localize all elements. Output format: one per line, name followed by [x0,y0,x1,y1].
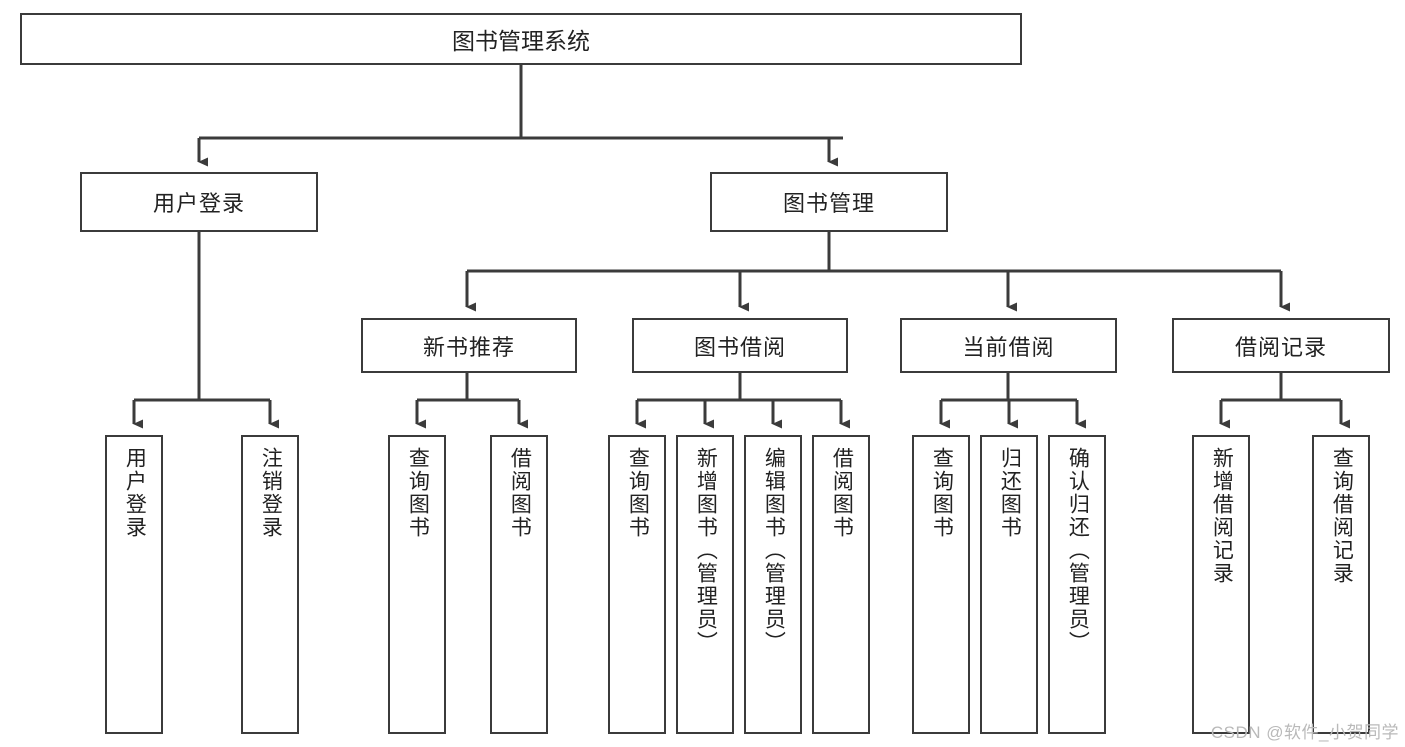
leaf-add-borrow-record[interactable]: 新增借阅记录 [1192,435,1250,734]
leaf-add-book-admin[interactable]: 新增图书（管理员） [676,435,734,734]
node-label: 用户登录 [152,191,245,216]
leaf-logout[interactable]: 注销登录 [241,435,299,734]
leaf-label: 查询借阅记录 [1330,447,1354,585]
leaf-user-login[interactable]: 用户登录 [105,435,163,734]
leaf-label: 编辑图书（管理员） [762,447,786,654]
leaf-return-book[interactable]: 归还图书 [980,435,1038,734]
leaf-label: 用户登录 [123,447,147,539]
node-user-login[interactable]: 用户登录 [80,172,318,232]
leaf-query-book-current[interactable]: 查询图书 [912,435,970,734]
leaf-label: 归还图书 [998,447,1022,539]
leaf-query-borrow-record[interactable]: 查询借阅记录 [1312,435,1370,734]
node-current-borrow[interactable]: 当前借阅 [900,318,1117,373]
node-root-book-management-system[interactable]: 图书管理系统 [20,13,1022,65]
leaf-borrow-book[interactable]: 借阅图书 [812,435,870,734]
node-label: 借阅记录 [1234,334,1327,360]
leaf-label: 新增借阅记录 [1210,447,1234,585]
node-book-borrow[interactable]: 图书借阅 [632,318,848,373]
node-label: 图书管理系统 [452,28,590,54]
node-label: 新书推荐 [422,334,515,360]
leaf-label: 确认归还（管理员） [1066,447,1090,654]
leaf-label: 查询图书 [626,447,650,539]
leaf-edit-book-admin[interactable]: 编辑图书（管理员） [744,435,802,734]
node-new-book-recommendation[interactable]: 新书推荐 [361,318,577,373]
leaf-label: 借阅图书 [508,447,532,539]
leaf-label: 新增图书（管理员） [694,447,718,654]
node-book-management[interactable]: 图书管理 [710,172,948,232]
node-borrow-records[interactable]: 借阅记录 [1172,318,1390,373]
csdn-watermark: CSDN @软件_小贺同学 [1210,723,1399,742]
leaf-label: 查询图书 [930,447,954,539]
leaf-label: 借阅图书 [830,447,854,539]
leaf-query-book-borrow[interactable]: 查询图书 [608,435,666,734]
leaf-label: 查询图书 [406,447,430,539]
node-label: 图书管理 [782,191,875,216]
node-label: 图书借阅 [693,334,786,360]
leaf-borrow-book-new[interactable]: 借阅图书 [490,435,548,734]
node-label: 当前借阅 [962,334,1055,360]
leaf-confirm-return-admin[interactable]: 确认归还（管理员） [1048,435,1106,734]
leaf-query-book-new[interactable]: 查询图书 [388,435,446,734]
leaf-label: 注销登录 [259,447,283,539]
